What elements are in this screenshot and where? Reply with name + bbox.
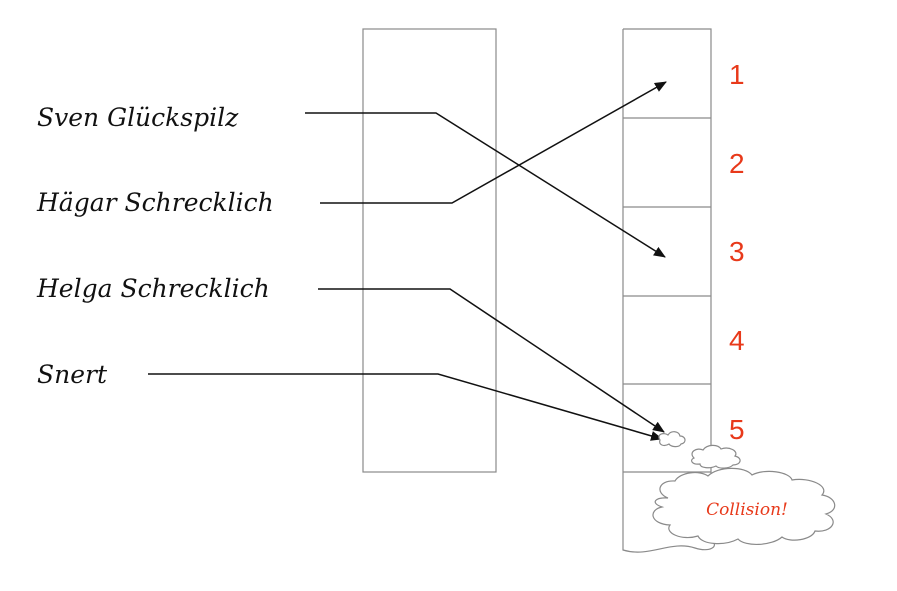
name-label-sven: Sven Glückspilz xyxy=(37,103,239,132)
table-continuation xyxy=(622,472,716,553)
collision-cloud xyxy=(652,467,836,545)
arrow-snert-to-bucket-5 xyxy=(148,373,663,441)
medium-cloud-bubble xyxy=(690,444,741,469)
name-label-helga: Helga Schrecklich xyxy=(36,274,270,303)
bucket-number-3: 3 xyxy=(729,236,745,267)
bucket-number-5: 5 xyxy=(729,414,745,445)
arrow-sven-to-bucket-3 xyxy=(305,112,666,258)
small-cloud-bubble xyxy=(658,431,686,448)
name-label-haegar: Hägar Schrecklich xyxy=(36,188,274,217)
collision-label: Collision! xyxy=(706,500,788,520)
hash-table-column xyxy=(622,28,716,553)
bucket-number-4: 4 xyxy=(729,325,745,356)
bucket-numbers: 1 2 3 4 5 xyxy=(729,59,745,445)
bucket-number-2: 2 xyxy=(729,148,745,179)
arrow-helga-to-bucket-5 xyxy=(318,288,665,433)
arrow-haegar-to-bucket-1 xyxy=(320,81,667,204)
bucket-number-1: 1 xyxy=(729,59,745,90)
name-label-snert: Snert xyxy=(37,360,108,389)
key-column xyxy=(362,28,497,473)
